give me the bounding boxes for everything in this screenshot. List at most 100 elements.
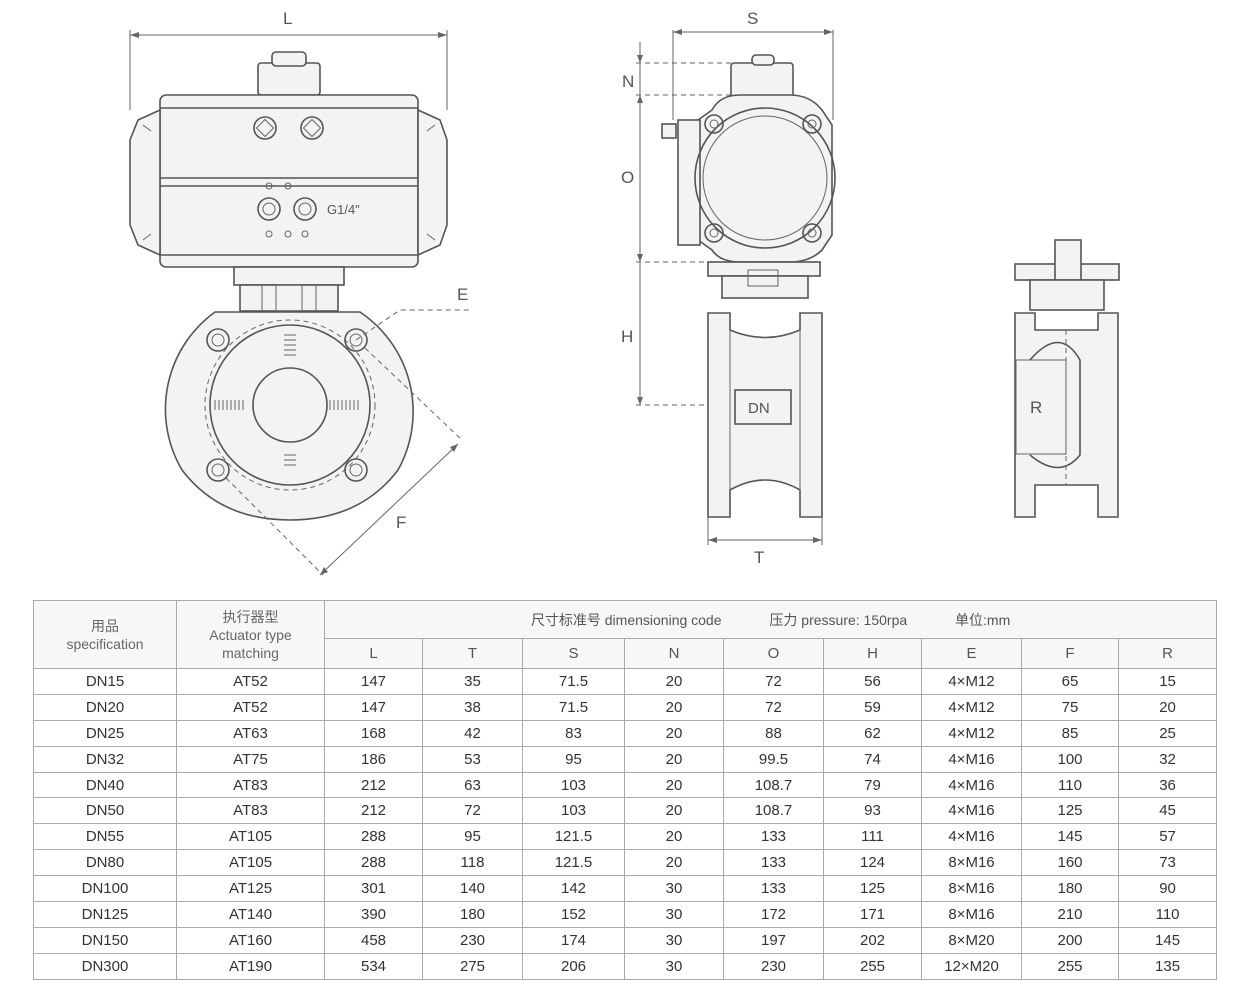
side-view: S N O H DN — [621, 9, 836, 567]
table-cell: 111 — [823, 823, 922, 851]
table-cell: 255 — [1021, 952, 1119, 980]
table-cell: DN50 — [33, 797, 177, 825]
table-cell: 121.5 — [522, 849, 625, 877]
table-cell: 79 — [823, 771, 922, 799]
table-cell: 174 — [522, 926, 625, 954]
table-cell: 197 — [723, 926, 824, 954]
column-header-f: F — [1021, 638, 1119, 669]
table-cell: 133 — [723, 849, 824, 877]
table-cell: 95 — [422, 823, 523, 851]
table-cell: DN100 — [33, 875, 177, 903]
table-cell: 172 — [723, 901, 824, 928]
table-cell: AT190 — [176, 952, 325, 980]
column-header-e: E — [921, 638, 1022, 669]
column-header-h: H — [823, 638, 922, 669]
table-cell: 38 — [422, 693, 523, 721]
table-cell: 255 — [823, 952, 922, 980]
table-cell: AT75 — [176, 745, 325, 773]
header-actuator-type: 执行器型 Actuator type matching — [176, 600, 325, 669]
table-cell: 108.7 — [723, 771, 824, 799]
section-view: R — [1014, 239, 1120, 518]
table-cell: 32 — [1117, 745, 1218, 773]
dim-label-n: N — [622, 72, 634, 91]
table-cell: 390 — [324, 901, 423, 928]
table-cell: AT63 — [176, 719, 325, 747]
table-cell: 35 — [422, 668, 523, 695]
table-cell: 206 — [522, 952, 625, 980]
table-cell: 147 — [324, 668, 423, 695]
table-cell: 103 — [522, 797, 625, 825]
table-cell: 110 — [1117, 901, 1218, 928]
table-cell: 20 — [624, 719, 724, 747]
table-cell: 301 — [324, 875, 423, 903]
table-cell: 534 — [324, 952, 423, 980]
column-header-t: T — [422, 638, 523, 669]
table-cell: 8×M20 — [921, 926, 1022, 954]
table-cell: 288 — [324, 849, 423, 877]
table-cell: 147 — [324, 693, 423, 721]
table-cell: DN55 — [33, 823, 177, 851]
table-cell: 121.5 — [522, 823, 625, 851]
column-header-l: L — [324, 638, 423, 669]
table-cell: 36 — [1117, 771, 1218, 799]
table-cell: AT52 — [176, 668, 325, 695]
table-cell: 85 — [1021, 719, 1119, 747]
table-cell: 30 — [624, 952, 724, 980]
dim-label-t: T — [754, 548, 764, 567]
table-cell: 180 — [422, 901, 523, 928]
table-cell: 30 — [624, 926, 724, 954]
table-cell: AT160 — [176, 926, 325, 954]
port-marking: G1/4" — [327, 202, 360, 217]
table-cell: 125 — [823, 875, 922, 903]
table-cell: 210 — [1021, 901, 1119, 928]
table-cell: 4×M16 — [921, 745, 1022, 773]
table-cell: DN32 — [33, 745, 177, 773]
header-dimension-info: 尺寸标准号 dimensioning code 压力 pressure: 150… — [323, 600, 1218, 639]
table-cell: 83 — [522, 719, 625, 747]
table-cell: 145 — [1021, 823, 1119, 851]
table-cell: AT140 — [176, 901, 325, 928]
table-cell: 212 — [324, 797, 423, 825]
table-header-row: 用品 specification 执行器型 Actuator type matc… — [33, 600, 1218, 669]
valve-technical-drawing: L G1/4" — [129, 9, 1120, 576]
table-cell: 30 — [624, 901, 724, 928]
table-cell: 186 — [324, 745, 423, 773]
table-cell: 20 — [624, 771, 724, 799]
table-cell: 152 — [522, 901, 625, 928]
table-cell: 8×M16 — [921, 901, 1022, 928]
table-cell: AT83 — [176, 771, 325, 799]
table-cell: 15 — [1117, 668, 1218, 695]
table-cell: DN80 — [33, 849, 177, 877]
table-cell: 45 — [1117, 797, 1218, 825]
table-cell: 230 — [422, 926, 523, 954]
table-cell: AT125 — [176, 875, 325, 903]
pressure-label: 压力 pressure: 150rpa — [769, 611, 908, 628]
table-cell: 88 — [723, 719, 824, 747]
table-cell: 160 — [1021, 849, 1119, 877]
table-cell: 4×M12 — [921, 719, 1022, 747]
table-cell: 20 — [1117, 693, 1218, 721]
table-cell: AT52 — [176, 693, 325, 721]
table-cell: 171 — [823, 901, 922, 928]
table-cell: 65 — [1021, 668, 1119, 695]
table-cell: AT105 — [176, 849, 325, 877]
table-cell: 142 — [522, 875, 625, 903]
dim-label-o: O — [621, 168, 634, 187]
table-cell: 200 — [1021, 926, 1119, 954]
table-cell: 8×M16 — [921, 875, 1022, 903]
table-cell: 8×M16 — [921, 849, 1022, 877]
header-specification: 用品 specification — [33, 600, 177, 669]
table-cell: 180 — [1021, 875, 1119, 903]
column-header-s: S — [522, 638, 625, 669]
unit-label: 单位:mm — [955, 611, 1011, 628]
table-cell: 72 — [422, 797, 523, 825]
table-cell: DN40 — [33, 771, 177, 799]
table-cell: 212 — [324, 771, 423, 799]
table-cell: 4×M16 — [921, 771, 1022, 799]
